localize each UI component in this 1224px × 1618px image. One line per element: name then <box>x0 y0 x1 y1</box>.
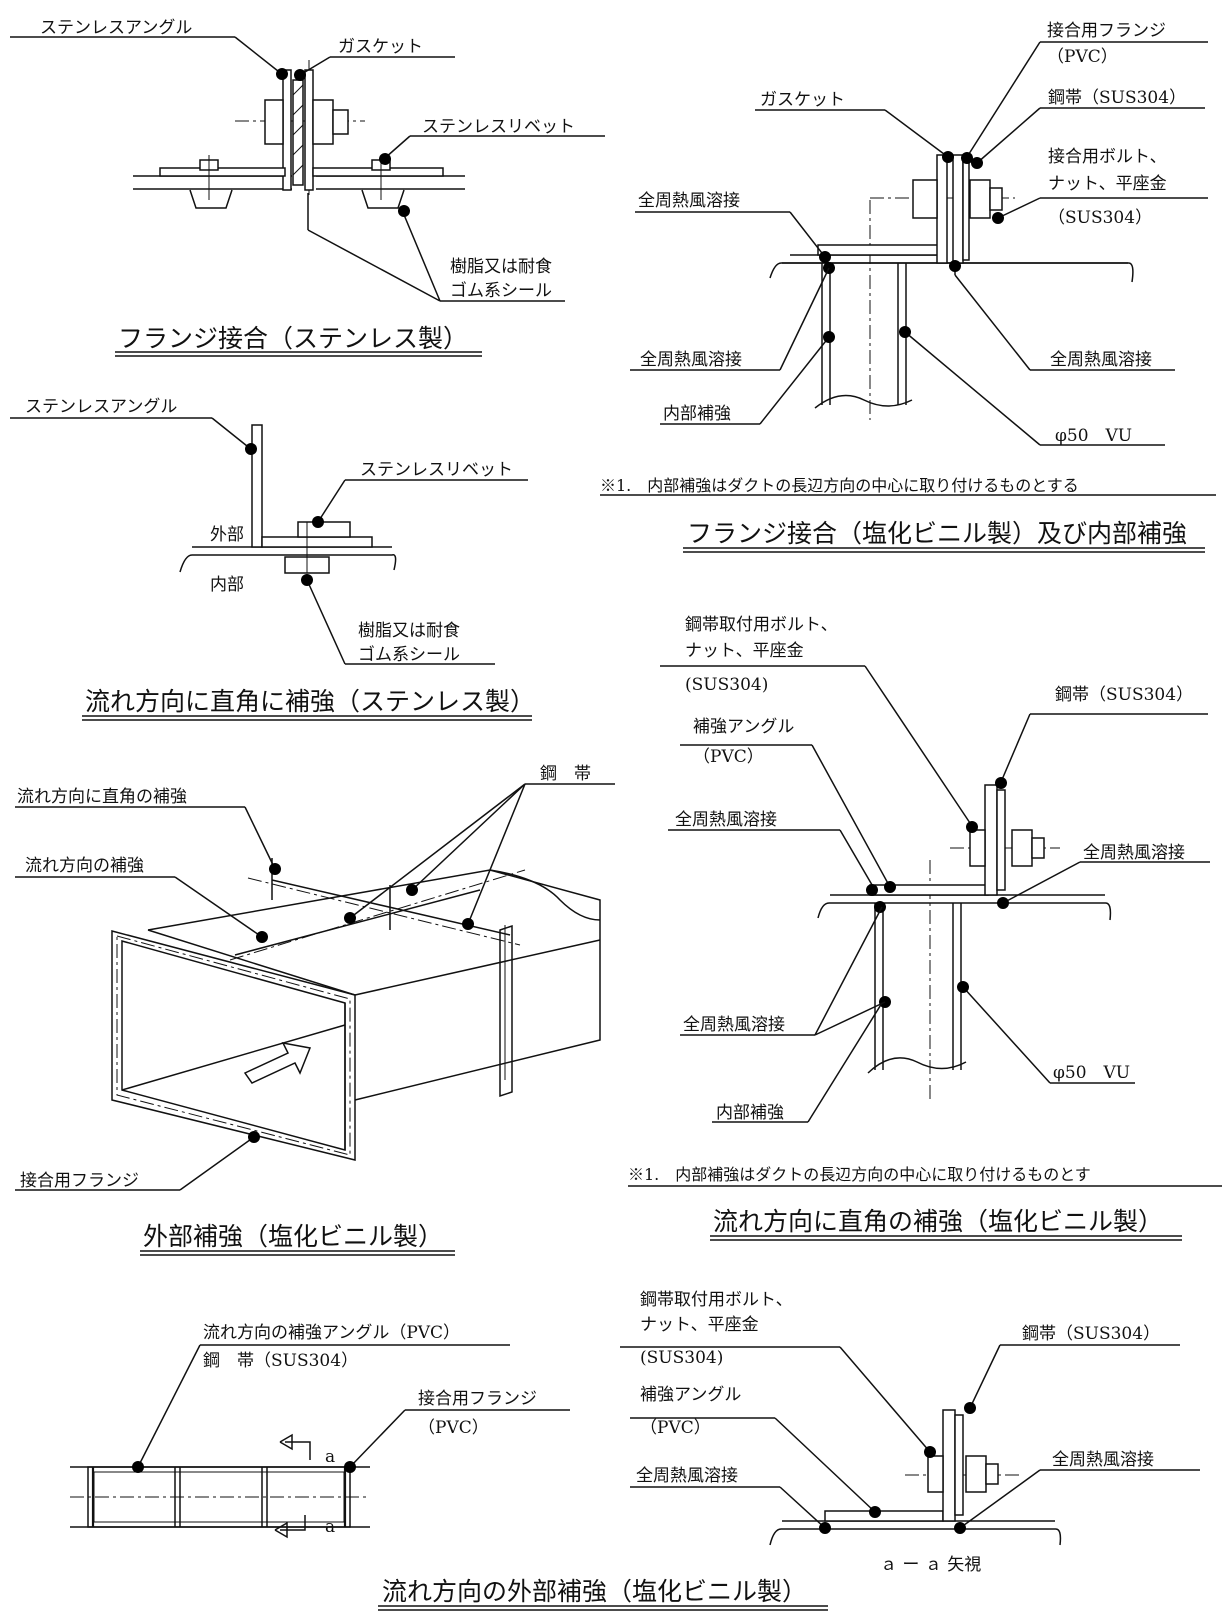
p2-bolt-label-3: （SUS304） <box>1048 208 1152 228</box>
panel-flange-joint-pvc: 接合用フランジ （PVC） ガスケット 鋼帯（SUS304） 接合用ボルト、 ナ… <box>600 21 1216 553</box>
p2-title: フランジ接合（塩化ビニル製）及び内部補強 <box>687 519 1187 548</box>
p6-section-mark-a-top: a <box>325 1447 335 1467</box>
p7-view-label: ａ ー ａ 矢視 <box>880 1555 981 1575</box>
p6-title: 流れ方向の外部補強（塩化ビニル製） <box>382 1577 807 1606</box>
p3-title: 流れ方向に直角に補強（ステンレス製） <box>85 687 535 716</box>
p4-pipe-label: φ50 VU <box>1053 1063 1130 1083</box>
panel-along-external-reinforce: a a 流れ方向の補強アングル（PVC） 鋼 帯（SUS304） 接合用フランジ… <box>70 1323 828 1611</box>
p4-bolt-label-3: (SUS304) <box>685 675 768 695</box>
p6-section-mark-a-bottom: a <box>325 1517 335 1537</box>
p1-title: フランジ接合（ステンレス製） <box>118 324 468 353</box>
p5-flange-label: 接合用フランジ <box>20 1171 139 1191</box>
p2-bolt-label-2: ナット、平座金 <box>1048 174 1167 194</box>
p4-bolt-label-2: ナット、平座金 <box>685 641 804 661</box>
p5-along-label: 流れ方向の補強 <box>25 856 144 876</box>
p7-band-label: 鋼帯（SUS304） <box>1022 1324 1160 1344</box>
panel-section-a-a: 鋼帯取付用ボルト、 ナット、平座金 (SUS304) 鋼帯（SUS304） 補強… <box>620 1290 1200 1575</box>
p4-title: 流れ方向に直角の補強（塩化ビニル製） <box>713 1207 1163 1236</box>
p4-bolt-label-1: 鋼帯取付用ボルト、 <box>685 615 838 635</box>
p2-internal-label: 内部補強 <box>663 404 731 424</box>
p7-weld-label-a: 全周熱風溶接 <box>636 1466 738 1486</box>
p2-pipe-label: φ50 VU <box>1055 426 1132 446</box>
p5-title: 外部補強（塩化ビニル製） <box>143 1222 443 1251</box>
p7-angle-label-1: 補強アングル <box>640 1385 741 1405</box>
p5-perp-label: 流れ方向に直角の補強 <box>17 787 187 807</box>
p2-note: ※1. 内部補強はダクトの長辺方向の中心に取り付けるものとする <box>600 476 1079 495</box>
panel-external-reinforce-pvc: 鋼 帯 流れ方向に直角の補強 流れ方向の補強 接合用フランジ 外部補強（塩化ビニ… <box>15 764 615 1256</box>
p1-rivet-label: ステンレスリベット <box>422 117 575 137</box>
p3-rivet-label: ステンレスリベット <box>360 460 513 480</box>
p4-note: ※1. 内部補強はダクトの長辺方向の中心に取り付けるものとす <box>628 1165 1091 1184</box>
p4-angle-label-1: 補強アングル <box>693 717 794 737</box>
p6-flange-label-1: 接合用フランジ <box>418 1389 537 1409</box>
panel-perp-reinforce-pvc: 鋼帯取付用ボルト、 ナット、平座金 (SUS304) 鋼帯（SUS304） 補強… <box>628 615 1222 1241</box>
p4-internal-label: 内部補強 <box>716 1103 784 1123</box>
p4-angle-label-2: （PVC） <box>693 747 764 767</box>
panel-perp-reinforce-stainless: ステンレスアングル ステンレスリベット 外部 内部 樹脂又は耐食 ゴム系シール … <box>10 397 535 721</box>
p6-flange-label-2: （PVC） <box>418 1418 489 1438</box>
p7-bolt-label-1: 鋼帯取付用ボルト、 <box>640 1290 793 1310</box>
p3-outside-label: 外部 <box>210 525 244 545</box>
p3-inside-label: 内部 <box>210 575 244 595</box>
p1-seal-label-1: 樹脂又は耐食 <box>450 257 552 277</box>
p4-band-label: 鋼帯（SUS304） <box>1055 685 1193 705</box>
p6-angle-label: 流れ方向の補強アングル（PVC） <box>203 1323 460 1343</box>
p1-seal-label-2: ゴム系シール <box>450 280 552 301</box>
p3-seal-label-2: ゴム系シール <box>358 644 460 665</box>
p4-weld-label-a: 全周熱風溶接 <box>675 810 777 830</box>
p2-bolt-label-1: 接合用ボルト、 <box>1048 147 1167 167</box>
p2-weld-label-c: 全周熱風溶接 <box>1050 350 1152 370</box>
p2-band-label: 鋼帯（SUS304） <box>1048 88 1186 108</box>
p2-gasket-label: ガスケット <box>760 90 845 110</box>
p1-angle-label: ステンレスアングル <box>40 18 192 38</box>
panel-flange-joint-stainless: ステンレスアングル ガスケット ステンレスリベット 樹脂又は耐食 ゴム系シール … <box>10 18 605 357</box>
p2-weld-label-a: 全周熱風溶接 <box>638 191 740 211</box>
p1-gasket-label: ガスケット <box>338 37 423 57</box>
p5-band-label: 鋼 帯 <box>540 764 591 784</box>
p7-bolt-label-3: (SUS304) <box>640 1348 723 1368</box>
p7-angle-label-2: （PVC） <box>640 1418 711 1438</box>
p3-angle-label: ステンレスアングル <box>25 397 177 417</box>
p6-band-label: 鋼 帯（SUS304） <box>203 1351 358 1371</box>
p3-seal-label-1: 樹脂又は耐食 <box>358 621 460 641</box>
p2-flange-label-1: 接合用フランジ <box>1047 21 1166 41</box>
p7-weld-label-b: 全周熱風溶接 <box>1052 1450 1154 1470</box>
p4-weld-label-b: 全周熱風溶接 <box>1083 843 1185 863</box>
p7-bolt-label-2: ナット、平座金 <box>640 1315 759 1335</box>
p2-flange-label-2: （PVC） <box>1047 47 1118 67</box>
p4-weld-label-c: 全周熱風溶接 <box>683 1015 785 1035</box>
p2-weld-label-b: 全周熱風溶接 <box>640 350 742 370</box>
